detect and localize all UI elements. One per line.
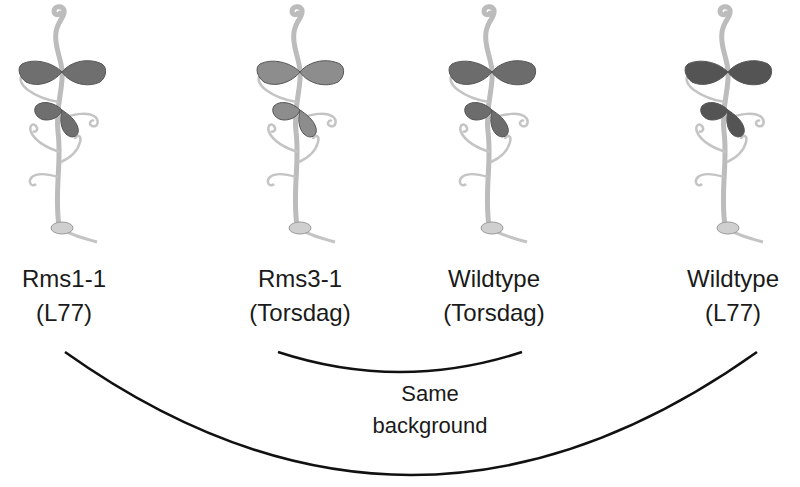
label-holder: Rms3-1 (Torsdag): [246, 262, 353, 330]
pea-plant: [257, 7, 344, 242]
bracket-label: Same background: [370, 378, 491, 442]
pea-plant: [19, 7, 106, 242]
label-holder: Wildtype (Torsdag): [440, 262, 547, 330]
pea-plant: [449, 7, 536, 242]
bracket-arc: [278, 352, 522, 372]
plant-label: Wildtype (Torsdag): [440, 262, 547, 330]
plant-label: Rms1-1 (L77): [19, 262, 109, 330]
plant-label: Wildtype (L77): [684, 262, 782, 330]
bracket-arc: [65, 352, 757, 475]
plant-label: Rms3-1 (Torsdag): [246, 262, 353, 330]
pea-plant: [685, 7, 772, 242]
label-holder: Rms1-1 (L77): [19, 262, 109, 330]
label-holder: Same background: [370, 378, 491, 442]
label-holder: Wildtype (L77): [684, 262, 782, 330]
